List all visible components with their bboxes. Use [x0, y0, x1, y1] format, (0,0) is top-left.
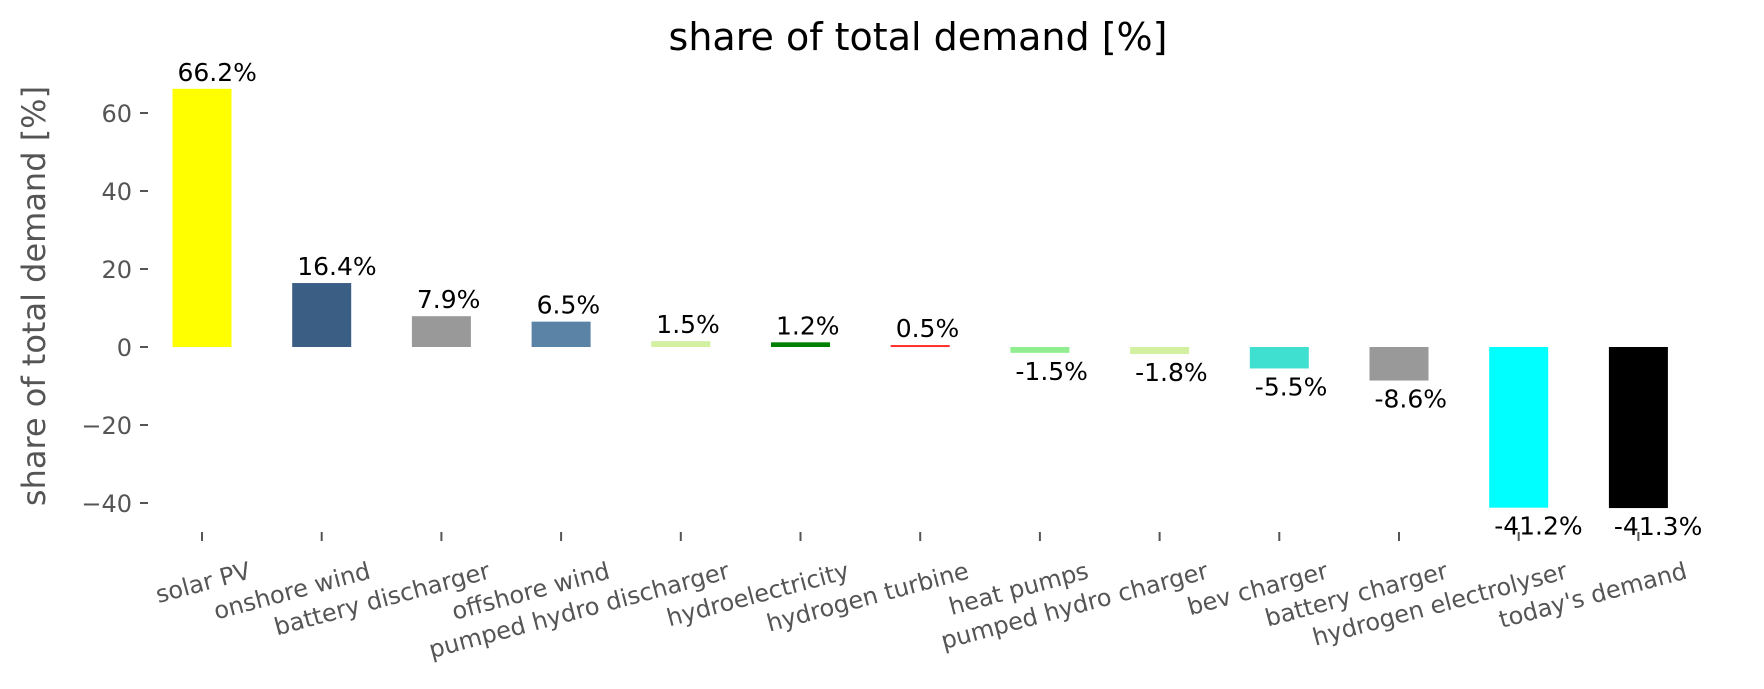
bar: [1608, 347, 1668, 509]
bar: [1130, 347, 1190, 355]
data-label: 1.2%: [776, 311, 840, 340]
data-label: -41.2%: [1494, 512, 1582, 541]
data-label: -1.5%: [1015, 357, 1088, 386]
data-label: 7.9%: [417, 285, 481, 314]
bar: [1010, 347, 1070, 353]
bar: [1369, 347, 1429, 381]
bar: [771, 342, 830, 347]
bar: [531, 321, 591, 347]
bars-group: [172, 88, 1668, 509]
bar: [890, 345, 950, 348]
bar: [172, 88, 232, 347]
y-axis-label: share of total demand [%]: [15, 86, 53, 506]
bar: [292, 283, 352, 347]
bar: [411, 316, 471, 347]
data-label: 6.5%: [537, 291, 601, 320]
chart-title: share of total demand [%]: [669, 15, 1168, 59]
y-axis: 60 40 20 0 −20 −40: [81, 100, 148, 518]
data-label: 66.2%: [178, 58, 257, 87]
y-tick-label: 60: [101, 100, 132, 128]
data-label: 1.5%: [656, 310, 720, 339]
data-label: 16.4%: [297, 252, 376, 281]
bar: [1489, 347, 1549, 508]
y-tick-label: −20: [81, 412, 132, 440]
data-labels-group: 66.2% 16.4% 7.9% 6.5% 1.5% 1.2% 0.5% -1.5% -1.8%…: [178, 58, 1703, 541]
data-label: -8.6%: [1375, 385, 1448, 414]
data-label: -1.8%: [1135, 358, 1208, 387]
y-tick-label: 0: [117, 334, 132, 362]
bar: [651, 341, 711, 347]
data-label: -5.5%: [1255, 372, 1328, 401]
data-label: -41.3%: [1614, 512, 1702, 541]
y-tick-label: 20: [101, 256, 132, 284]
data-label: 0.5%: [896, 314, 960, 343]
y-tick-label: 40: [101, 178, 132, 206]
bar: [1249, 347, 1309, 369]
y-tick-label: −40: [81, 490, 132, 518]
